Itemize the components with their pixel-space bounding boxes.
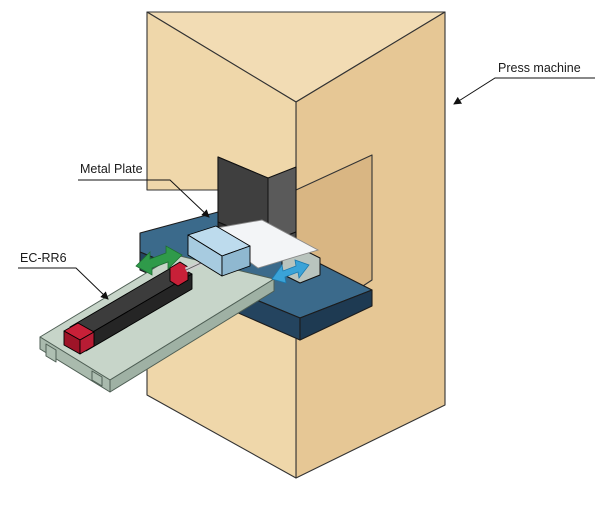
support-table [39, 254, 275, 393]
table-leg-left [45, 343, 57, 363]
press-machine-label: Press machine [498, 61, 581, 75]
callout-leaders [18, 77, 595, 300]
metal-plate-label: Metal Plate [80, 162, 143, 176]
green-motion-arrow [135, 245, 183, 276]
press-machine-leader [453, 77, 595, 105]
actuator-clamp [169, 261, 189, 287]
metal-plate-leader [78, 179, 210, 218]
actuator-end-cap-side [79, 331, 95, 355]
gripper-side [221, 245, 251, 277]
ec-rr6-actuator [63, 225, 251, 355]
actuator-label: EC-RR6 [20, 251, 67, 265]
green-arrow-shape [135, 245, 183, 276]
table-leg-right [91, 370, 103, 387]
ec-rr6-leader [18, 267, 109, 300]
table-side [109, 278, 275, 393]
bolster-side [299, 289, 373, 341]
blue-arrow-shape [271, 259, 310, 284]
blue-motion-arrow [271, 259, 310, 284]
